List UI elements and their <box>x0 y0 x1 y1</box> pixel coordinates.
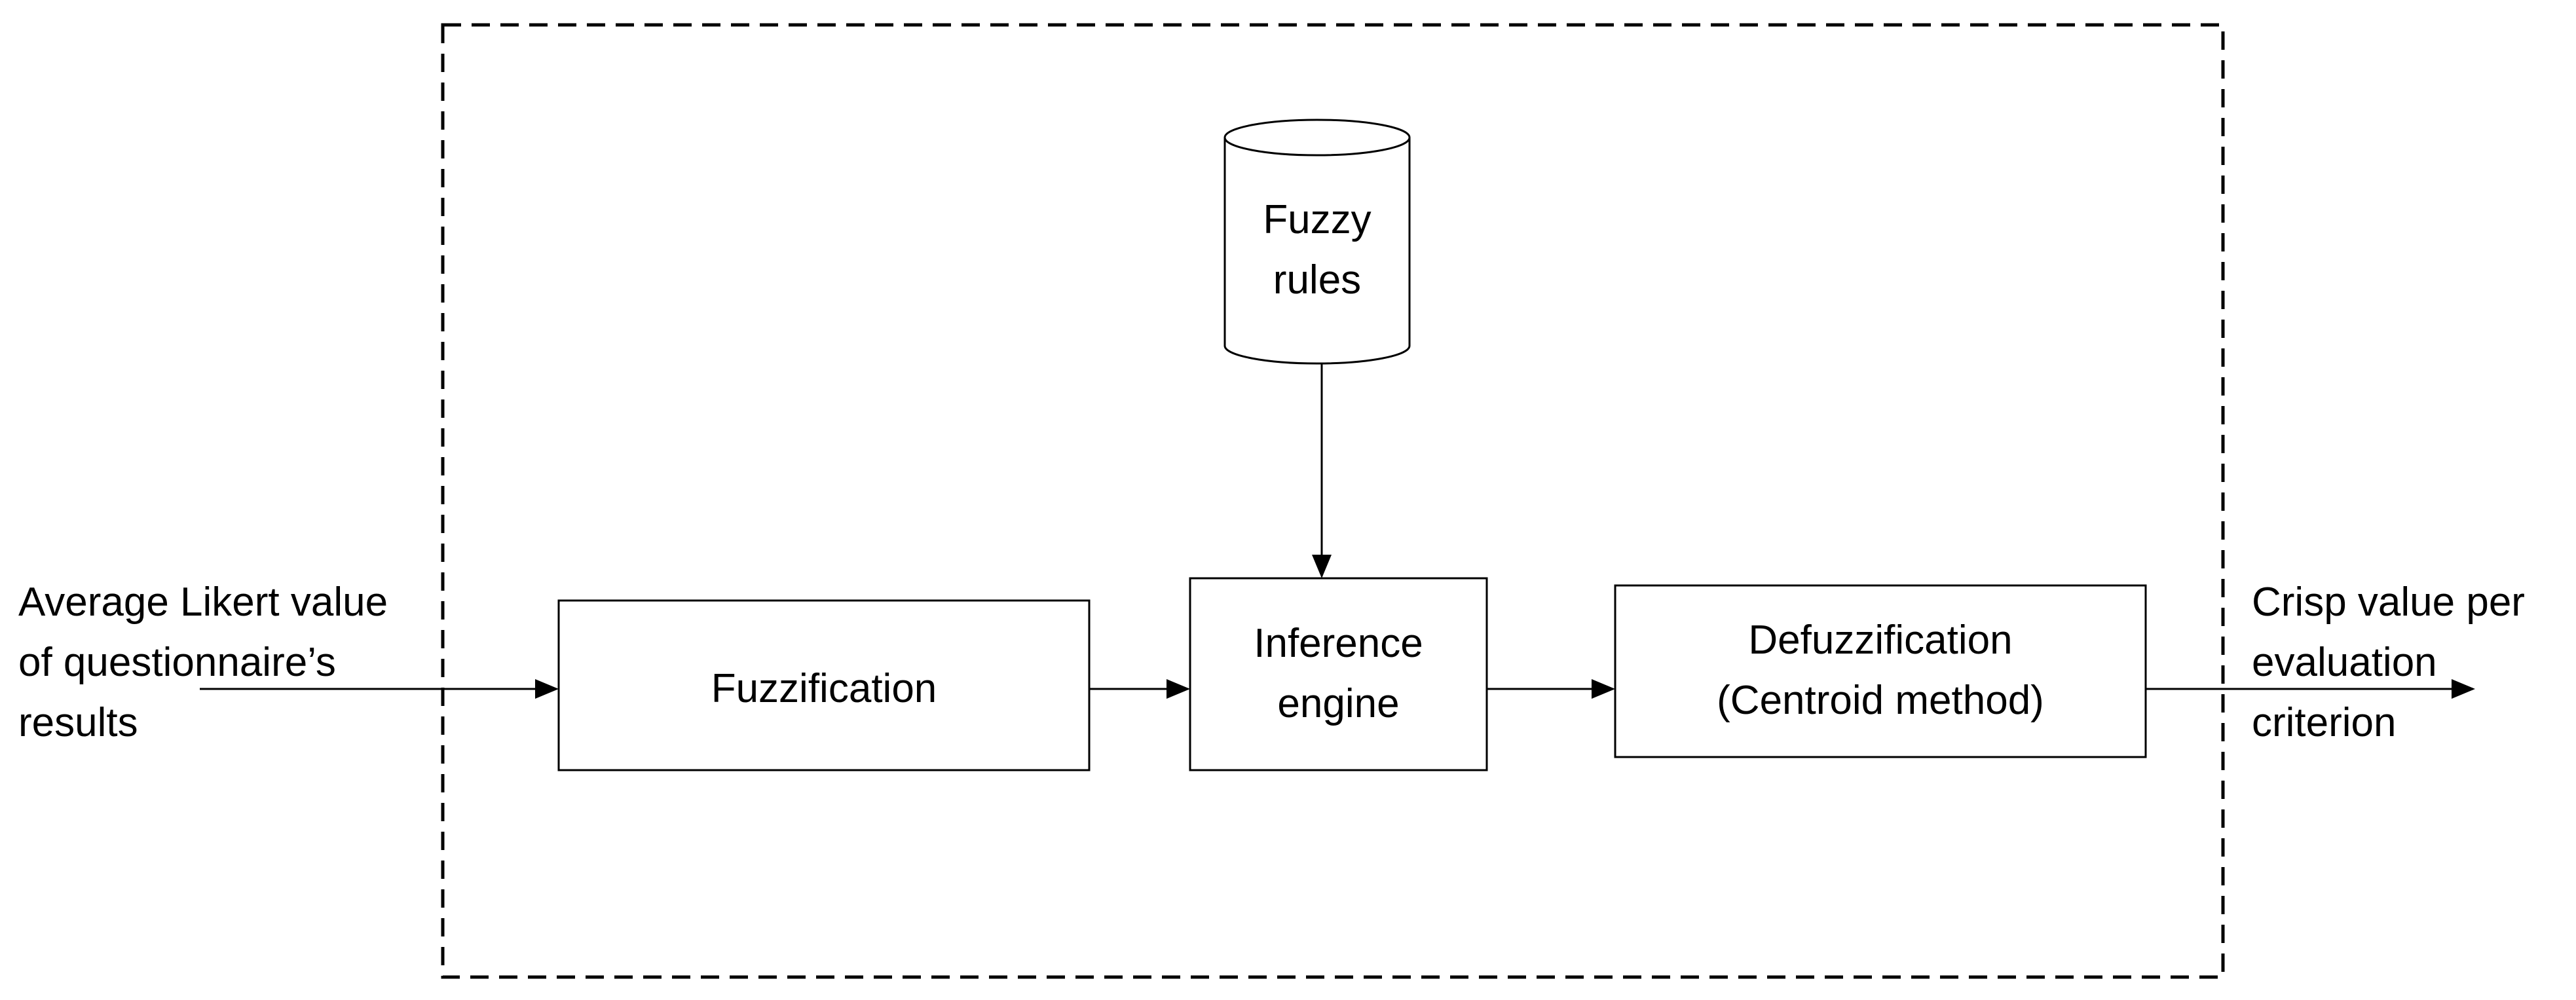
defuzzification-label: Defuzzification (Centroid method) <box>1717 618 2044 723</box>
defuzzification-box <box>1614 584 2147 758</box>
system-boundary <box>441 23 2225 979</box>
input-label: Average Likert value of questionnaire’s … <box>18 580 388 745</box>
inference-engine-box <box>1189 577 1488 771</box>
output-label: Crisp value per evaluation criterion <box>2252 580 2525 745</box>
fuzzy-rules-database-icon <box>1223 119 1411 365</box>
fuzzification-box <box>557 599 1091 771</box>
fuzzification-label: Fuzzification <box>711 666 937 711</box>
inference-engine-label: Inference engine <box>1254 621 1423 726</box>
fuzzy-rules-label: Fuzzy rules <box>1263 197 1372 303</box>
